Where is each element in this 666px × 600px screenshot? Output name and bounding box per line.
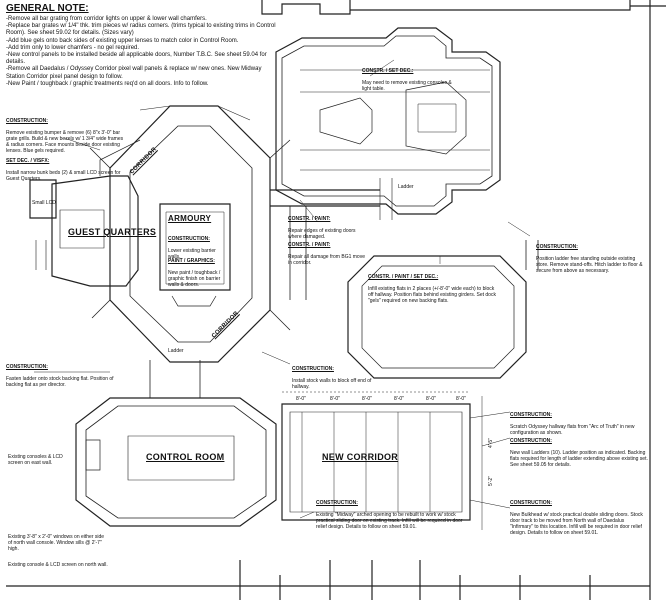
general-note-title: GENERAL NOTE: [6, 3, 89, 14]
note-header: CONSTR. / PAINT: [288, 242, 331, 248]
general-note-item: -Remove all Daedalus / Odyssey Corridor … [6, 66, 262, 80]
note-header: CONSTRUCTION: [6, 118, 48, 124]
note-body: Install stock walls to block off end of … [292, 378, 372, 390]
note-body: Infill existing flats in 2 places (+/-8'… [368, 286, 496, 304]
note-body: May need to remove existing consoles & l… [362, 80, 452, 92]
note-header: SET DEC. / VISFX: [6, 158, 50, 164]
leader-lines [34, 59, 531, 519]
note-armoury-paint: PAINT / GRAPHICS: New paint / toughback … [168, 252, 224, 288]
note-header: CONSTR. / PAINT / SET DEC.: [368, 274, 439, 280]
ladder-label: Ladder [168, 348, 184, 354]
note-body: Lower existing barrier walls. [168, 248, 216, 260]
note-body: Existing consoles & LCD screen on east w… [8, 454, 63, 466]
corridor-ring [89, 105, 291, 363]
note-existing-lenses: Existing 3'-8" x 2'-0" windows on either… [8, 528, 108, 552]
note-setdec-left: SET DEC. / VISFX: Install narrow bunk be… [6, 152, 126, 182]
guest-quarters [29, 139, 141, 287]
note-body: Repair all damage from BG1 move in corri… [288, 254, 365, 266]
note-header: CONSTRUCTION: [510, 500, 552, 506]
note-construction-odyssey: CONSTRUCTION: Scratch Odyssey hallway fl… [510, 406, 648, 436]
dimension-label: 8'-0" [330, 396, 340, 402]
note-body: Scratch Odyssey hallway flats from "Arc … [510, 424, 635, 436]
note-construction-ladder: CONSTRUCTION: Fasten ladder onto stock b… [6, 358, 116, 388]
general-note-item: -Add blue gels onto back sides of existi… [6, 37, 239, 44]
note-construction-midway: CONSTRUCTION: Existing "Midway" arched o… [316, 494, 466, 530]
note-armoury-construction: CONSTRUCTION: Lower existing barrier wal… [168, 230, 224, 260]
armoury-room [159, 203, 231, 307]
note-construction-right-top: CONSTRUCTION: Position ladder free stand… [536, 238, 648, 274]
room-label-guest-quarters: GUEST QUARTERS [68, 227, 157, 237]
room-label-small-lcd: Small LCD [32, 200, 56, 206]
general-note-item: -New Paint / toughback / graphic treatme… [6, 80, 209, 87]
connecting-corridor [270, 189, 380, 300]
note-body: Position ladder free standing outside ex… [536, 256, 643, 274]
general-note-item: -Replace bar grates w/ 1/4" thk. trim pi… [6, 23, 276, 37]
note-body: Repair edges of existing doors where dam… [288, 228, 356, 240]
ladder-label: Ladder [398, 184, 414, 190]
dimension-label-vertical: 4'-5" [487, 438, 494, 448]
note-header: CONSTR. / SET DEC.: [362, 68, 414, 74]
note-existing-north: Existing console & LCD screen on north w… [8, 556, 108, 568]
note-header: CONSTR. / PAINT: [288, 216, 331, 222]
note-body: Remove existing bumper & remove (6) 8"x … [6, 130, 124, 154]
note-header: CONSTRUCTION: [510, 438, 552, 444]
note-body: Existing console & LCD screen on north w… [8, 562, 108, 568]
room-label-control-room: CONTROL ROOM [146, 452, 225, 462]
note-header: CONSTRUCTION: [316, 500, 358, 506]
new-corridor [281, 391, 483, 530]
dimension-label-vertical: 5'-2" [487, 476, 494, 486]
note-constr-setdec-top: CONSTR. / SET DEC.: May need to remove e… [362, 62, 454, 92]
dimension-label: 8'-0" [296, 396, 306, 402]
note-header: CONSTRUCTION: [168, 236, 210, 242]
note-construction-stock-walls: CONSTRUCTION: Install stock walls to blo… [292, 360, 382, 390]
note-constr-paint-1: CONSTR. / PAINT: Repair edges of existin… [288, 210, 368, 240]
general-note-list: -Remove all bar grating from corridor li… [6, 16, 278, 88]
note-header: CONSTRUCTION: [510, 412, 552, 418]
note-header: PAINT / GRAPHICS: [168, 258, 215, 264]
blocked-hallway-room [347, 240, 539, 379]
general-note-item: -Add trim only to lower chamfers - no ge… [6, 44, 140, 51]
dimension-label: 8'-0" [426, 396, 436, 402]
note-construction-left: CONSTRUCTION: Remove existing bumper & r… [6, 112, 126, 154]
room-label-new-corridor: NEW CORRIDOR [322, 452, 399, 462]
note-body: Fasten ladder onto stock backing flat. P… [6, 376, 114, 388]
dimension-label: 8'-0" [362, 396, 372, 402]
note-body: New paint / toughback / graphic finish o… [168, 270, 221, 288]
room-label-armoury: ARMOURY [168, 214, 212, 223]
note-body: New wall Ladders (10). Ladder position a… [510, 450, 648, 468]
note-constr-paint-2: CONSTR. / PAINT: Repair all damage from … [288, 236, 368, 266]
general-note-item: -New control panels to be installed besi… [6, 52, 267, 66]
note-header: CONSTRUCTION: [292, 366, 334, 372]
building-outline [6, 0, 666, 600]
note-consoles-lcd: Existing consoles & LCD screen on east w… [8, 448, 78, 466]
note-constr-paint-setdec: CONSTR. / PAINT / SET DEC.: Infill exist… [368, 268, 498, 304]
dimension-label: 8'-0" [456, 396, 466, 402]
note-body: Existing "Midway" arched opening to be r… [316, 512, 463, 530]
note-body: Existing 3'-8" x 2'-0" windows on either… [8, 534, 105, 552]
general-note-item: -Remove all bar grating from corridor li… [6, 16, 207, 22]
note-body: Install narrow bunk beds (2) & small LCD… [6, 170, 121, 182]
console-room [275, 27, 501, 220]
note-construction-new-ladders: CONSTRUCTION: New wall Ladders (10). Lad… [510, 432, 648, 468]
note-construction-bulkhead: CONSTRUCTION: New Bulkhead w/ stock prac… [510, 494, 648, 536]
note-body: New Bulkhead w/ stock practical double s… [510, 512, 643, 536]
note-header: CONSTRUCTION: [536, 244, 578, 250]
dimension-label: 8'-0" [394, 396, 404, 402]
note-header: CONSTRUCTION: [6, 364, 48, 370]
control-room [75, 360, 277, 527]
